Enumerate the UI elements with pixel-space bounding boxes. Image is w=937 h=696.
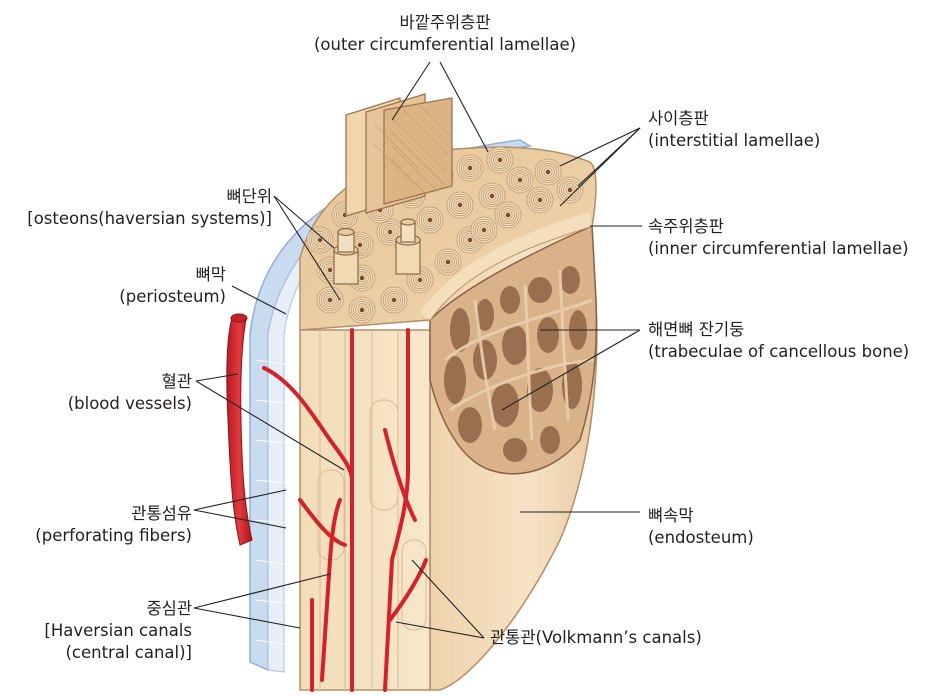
osteon	[380, 286, 408, 314]
label-inner-circumferential-lamellae: 속주위층판 (inner circumferential lamellae)	[648, 217, 909, 258]
label-outer-circumferential-lamellae: 바깥주위층판 (outer circumferential lamellae)	[313, 13, 577, 54]
osteon	[446, 191, 474, 219]
osteon	[534, 158, 562, 186]
osteon	[556, 176, 584, 204]
osteon	[348, 296, 376, 324]
leader-lines	[193, 61, 642, 639]
osteon	[416, 206, 444, 234]
label-perforating-fibers: 관통섬유 (perforating fibers)	[35, 504, 192, 545]
perforating-fibers	[254, 359, 299, 647]
label-osteons: 뼈단위 [osteons(haversian systems)]	[27, 187, 272, 228]
label-endosteum: 뼈속막 (endosteum)	[648, 506, 754, 547]
osteon-columns	[317, 330, 427, 690]
osteon	[506, 166, 534, 194]
osteon	[526, 186, 554, 214]
label-blood-vessels: 혈관 (blood vessels)	[67, 372, 192, 413]
label-trabeculae: 해면뼈 잔기둥 (trabeculae of cancellous bone)	[648, 320, 910, 361]
osteon	[478, 182, 506, 210]
label-haversian-canals: 중심관 [Haversian canals (central canal)]	[44, 599, 192, 662]
osteon	[316, 286, 344, 314]
label-periosteum: 뼈막 (periosteum)	[119, 265, 226, 306]
osteon-pegs	[333, 218, 421, 285]
label-interstitial-lamellae: 사이층판 (interstitial lamellae)	[648, 109, 821, 150]
osteon	[306, 226, 334, 254]
label-volkmann-canals: 관통관(Volkmann’s canals)	[490, 628, 702, 647]
spongy-bone	[429, 224, 598, 475]
osteon	[486, 147, 514, 174]
osteon	[456, 154, 484, 182]
osteon	[434, 248, 462, 276]
osteon	[494, 201, 522, 229]
osteon	[470, 216, 498, 244]
